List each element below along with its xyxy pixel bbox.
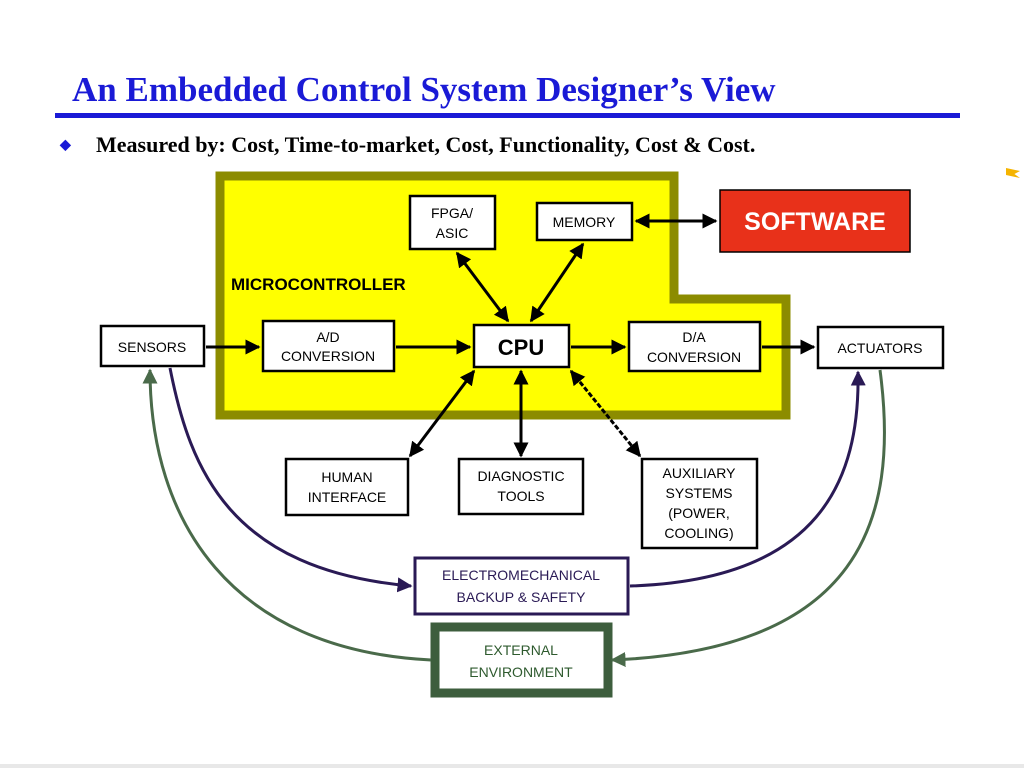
auxiliary-systems-box (640, 457, 759, 550)
microcontroller-region (215, 171, 791, 420)
electromechanical-box (413, 556, 630, 616)
auxiliary-line-4: COOLING) (664, 525, 733, 541)
software-box (719, 189, 911, 253)
sensors-box (99, 324, 206, 368)
human-interface-line-1: HUMAN (321, 469, 372, 485)
electromechanical-line-1: ELECTROMECHANICAL (442, 567, 600, 583)
bullet-item: ◆ Measured by: Cost, Time-to-market, Cost… (60, 132, 755, 158)
da-conversion-box (627, 320, 762, 373)
external-environment-line-1: EXTERNAL (484, 642, 558, 658)
software-label: SOFTWARE (744, 208, 886, 236)
cpu-label: CPU (498, 335, 544, 360)
fpga-asic-box (408, 194, 497, 251)
memory-label: MEMORY (553, 214, 616, 230)
da-label-line-2: CONVERSION (647, 349, 741, 365)
diagnostic-tools-line-1: DIAGNOSTIC (477, 468, 564, 484)
actuators-label: ACTUATORS (837, 340, 922, 356)
external-environment-line-2: ENVIRONMENT (469, 664, 573, 680)
cpu-box (472, 323, 571, 369)
curve-environment-sensors (142, 368, 432, 662)
electromechanical-line-2: BACKUP & SAFETY (457, 589, 587, 605)
sensors-label: SENSORS (118, 339, 186, 355)
auxiliary-line-2: SYSTEMS (666, 485, 733, 501)
fpga-label-line-1: FPGA/ (431, 205, 473, 221)
pencil-icon (1006, 168, 1020, 178)
human-interface-box (284, 457, 410, 517)
fpga-label-line-2: ASIC (436, 225, 469, 241)
curve-actuators-environment (610, 369, 886, 667)
diagnostic-tools-line-2: TOOLS (497, 488, 544, 504)
arrow-fpga-cpu (455, 251, 510, 323)
memory-box (535, 201, 634, 242)
bullet-text: Measured by: Cost, Time-to-market, Cost,… (96, 132, 756, 157)
arrow-cpu-human-interface (408, 369, 476, 458)
footer-bar (0, 764, 1024, 768)
auxiliary-line-1: AUXILIARY (663, 465, 737, 481)
diagnostic-tools-box (457, 457, 585, 516)
auxiliary-line-3: (POWER, (668, 505, 729, 521)
arrow-cpu-auxiliary (569, 369, 642, 458)
human-interface-line-2: INTERFACE (308, 489, 387, 505)
microcontroller-label: MICROCONTROLLER (231, 275, 406, 294)
external-environment-box (430, 622, 613, 698)
ad-label-line-1: A/D (316, 329, 339, 345)
curve-sensors-electromechanical (168, 367, 413, 593)
da-label-line-1: D/A (682, 329, 706, 345)
diamond-bullet-icon: ◆ (60, 138, 71, 153)
ad-conversion-box (261, 319, 396, 373)
actuators-box (816, 325, 945, 370)
title-underline (55, 113, 960, 118)
curve-electromechanical-actuators (629, 370, 866, 588)
slide-title: An Embedded Control System Designer’s Vi… (72, 70, 776, 109)
ad-label-line-2: CONVERSION (281, 348, 375, 364)
arrow-memory-cpu (529, 242, 585, 323)
